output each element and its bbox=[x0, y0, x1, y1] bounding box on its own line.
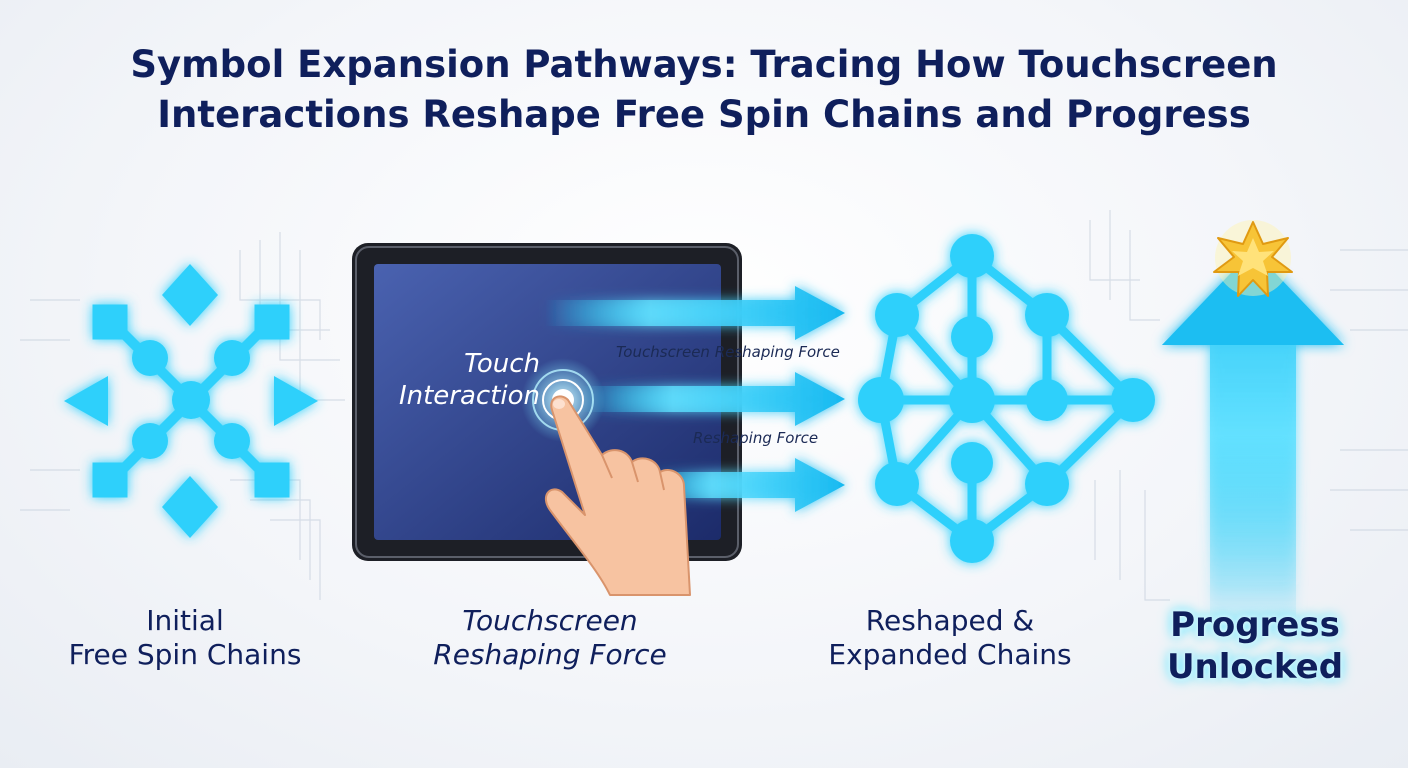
stage-4-line-1: Progress bbox=[1170, 605, 1340, 645]
circuit-background bbox=[20, 210, 1408, 601]
stage-3-line-2: Expanded Chains bbox=[828, 638, 1072, 671]
stage-3-line-1: Reshaped & bbox=[865, 604, 1035, 637]
arrow-bottom bbox=[640, 458, 845, 512]
touch-label-line-1: Touch bbox=[464, 349, 540, 379]
arrow-top bbox=[545, 286, 845, 340]
pointing-hand-icon bbox=[544, 395, 691, 596]
symbol-cluster-icon bbox=[64, 264, 318, 538]
stage-caption-touchscreen: Touchscreen Reshaping Force bbox=[395, 604, 705, 672]
title-line-2: Interactions Reshape Free Spin Chains an… bbox=[157, 93, 1251, 136]
stage-caption-progress: Progress Unlocked bbox=[1130, 604, 1380, 688]
arrow-label-middle: Reshaping Force bbox=[693, 429, 819, 447]
title-line-1: Symbol Expansion Pathways: Tracing How T… bbox=[130, 43, 1278, 86]
touch-label-line-2: Interaction bbox=[398, 381, 540, 411]
stage-1-line-1: Initial bbox=[146, 604, 224, 637]
reshaping-arrows bbox=[545, 286, 845, 512]
stage-2-line-2: Reshaping Force bbox=[433, 638, 667, 671]
up-arrow-icon bbox=[1162, 250, 1344, 620]
network-graph-icon bbox=[858, 234, 1155, 563]
stage-4-line-2: Unlocked bbox=[1166, 647, 1344, 687]
stage-2-line-1: Touchscreen bbox=[462, 604, 638, 637]
arrow-label-top: Touchscreen Reshaping Force bbox=[616, 343, 840, 361]
star-icon bbox=[1213, 220, 1293, 297]
page-title: Symbol Expansion Pathways: Tracing How T… bbox=[0, 40, 1408, 140]
touch-interaction-label: Touch Interaction bbox=[380, 348, 540, 412]
stage-1-line-2: Free Spin Chains bbox=[68, 638, 302, 671]
stage-caption-reshaped: Reshaped & Expanded Chains bbox=[790, 604, 1110, 672]
stage-caption-initial: Initial Free Spin Chains bbox=[30, 604, 340, 672]
arrow-middle bbox=[580, 372, 845, 426]
